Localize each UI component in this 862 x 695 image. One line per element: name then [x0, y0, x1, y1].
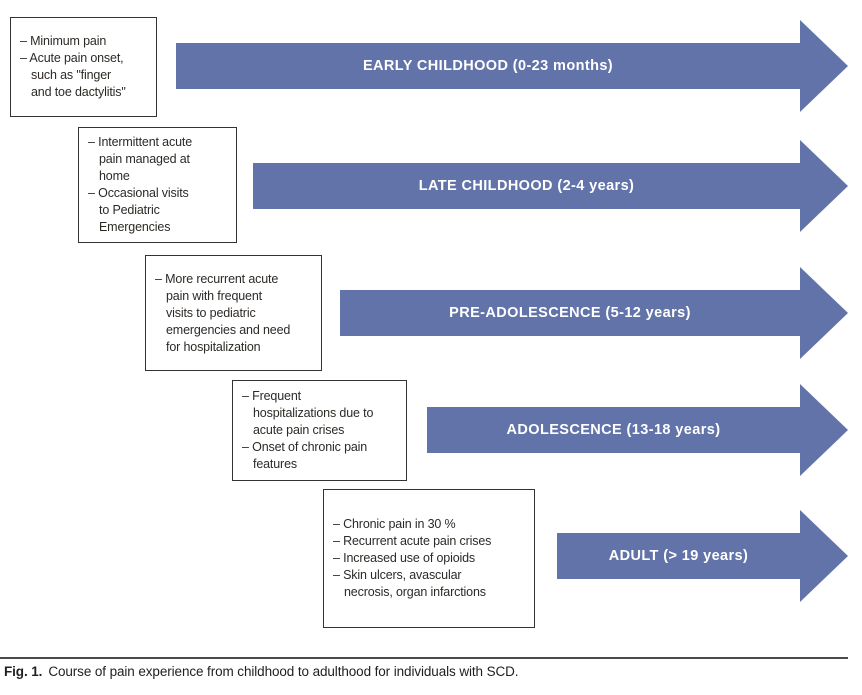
timeline-arrow-early-childhood: EARLY CHILDHOOD (0-23 months) — [176, 20, 848, 112]
stage-label: ADULT (> 19 years) — [608, 548, 749, 564]
notes-box-pre-adolescence: – More recurrent acute pain with frequen… — [145, 255, 322, 371]
arrow-head-icon — [800, 384, 848, 476]
stage-label: LATE CHILDHOOD (2-4 years) — [418, 178, 635, 194]
note-item: – Frequent hospitalizations due to acute… — [242, 389, 374, 437]
figure-caption: Fig. 1. Course of pain experience from ch… — [4, 664, 519, 679]
arrow-body: EARLY CHILDHOOD (0-23 months) — [176, 43, 800, 89]
caption-text: Course of pain experience from childhood… — [48, 664, 519, 679]
caption-label: Fig. 1. — [4, 664, 43, 679]
arrow-body: LATE CHILDHOOD (2-4 years) — [253, 163, 800, 209]
timeline-arrow-late-childhood: LATE CHILDHOOD (2-4 years) — [253, 140, 848, 232]
arrow-head-icon — [800, 20, 848, 112]
timeline-arrow-adolescence: ADOLESCENCE (13-18 years) — [427, 384, 848, 476]
notes-box-early-childhood: – Minimum pain – Acute pain onset, such … — [10, 17, 157, 117]
arrow-body: PRE-ADOLESCENCE (5-12 years) — [340, 290, 800, 336]
note-item: – Skin ulcers, avascular necrosis, organ… — [333, 568, 486, 599]
stage-label: EARLY CHILDHOOD (0-23 months) — [362, 58, 614, 74]
arrow-head-icon — [800, 140, 848, 232]
note-item: – Chronic pain in 30 % — [333, 517, 456, 531]
note-item: – Acute pain onset, such as "finger and … — [20, 51, 126, 99]
note-item: – More recurrent acute pain with frequen… — [155, 271, 291, 354]
note-item: – Onset of chronic pain features — [242, 440, 368, 471]
stage-label: ADOLESCENCE (13-18 years) — [506, 422, 721, 438]
timeline-arrow-pre-adolescence: PRE-ADOLESCENCE (5-12 years) — [340, 267, 848, 359]
note-item: – Increased use of opioids — [333, 551, 476, 565]
stage-label: PRE-ADOLESCENCE (5-12 years) — [449, 305, 691, 321]
notes-box-adult: – Chronic pain in 30 % – Recurrent acute… — [323, 489, 535, 628]
timeline-arrow-adult: ADULT (> 19 years) — [557, 510, 848, 602]
note-item: – Minimum pain — [20, 34, 107, 48]
notes-box-late-childhood: – Intermittent acute pain managed at hom… — [78, 127, 237, 243]
arrow-body: ADOLESCENCE (13-18 years) — [427, 407, 800, 453]
note-item: – Recurrent acute pain crises — [333, 534, 492, 548]
caption-divider — [0, 657, 848, 659]
arrow-head-icon — [800, 267, 848, 359]
arrow-body: ADULT (> 19 years) — [557, 533, 800, 579]
note-item: – Occasional visits to Pediatric Emergen… — [88, 186, 189, 234]
notes-box-adolescence: – Frequent hospitalizations due to acute… — [232, 380, 407, 481]
note-item: – Intermittent acute pain managed at hom… — [88, 135, 193, 183]
arrow-head-icon — [800, 510, 848, 602]
